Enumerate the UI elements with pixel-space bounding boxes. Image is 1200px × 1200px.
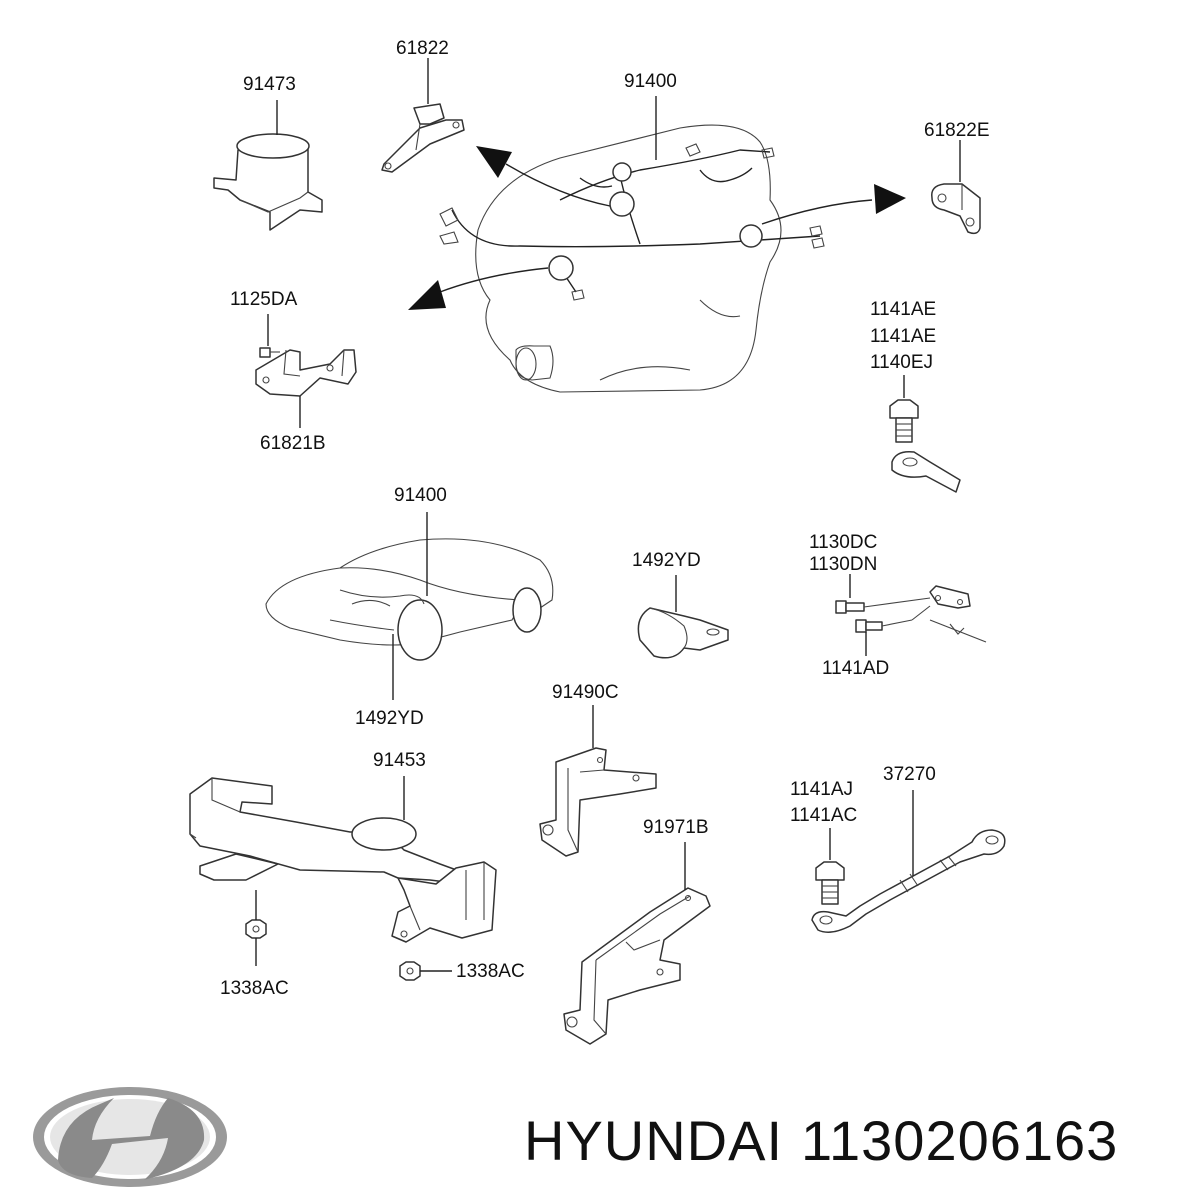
arrow-to-61822 [476, 146, 611, 207]
label-37270: 37270 [883, 764, 936, 785]
label-91400-car: 91400 [394, 485, 447, 506]
label-1338AC-b: 1338AC [456, 961, 525, 982]
label-91473: 91473 [243, 74, 296, 95]
nut-1338AC-a [245, 919, 267, 939]
label-1338AC-a: 1338AC [220, 978, 289, 999]
label-91400-top: 91400 [624, 71, 677, 92]
bracket-1130 [911, 585, 987, 643]
bolt-1130DC [835, 597, 931, 614]
label-1141AD: 1141AD [822, 658, 889, 679]
label-1141AC: 1141AC [790, 805, 857, 826]
part-1492YD [637, 607, 729, 659]
nut-1338AC-b [399, 961, 421, 981]
part-61822 [381, 103, 465, 173]
bolt-1141AD [855, 619, 913, 633]
label-61822E: 61822E [924, 120, 990, 141]
label-61822: 61822 [396, 38, 449, 59]
label-1130DC: 1130DC [809, 532, 877, 553]
part-91971B [563, 887, 711, 1045]
hyundai-logo [33, 1087, 227, 1187]
part-91490C [539, 747, 657, 857]
part-number: 1130206163 [801, 1109, 1119, 1172]
label-1125DA: 1125DA [230, 289, 298, 310]
part-91473 [213, 133, 323, 231]
arrow-to-61822E [761, 184, 906, 225]
bolt-1141AJ [815, 861, 845, 905]
brand-caption: HYUNDAI 1130206163 [524, 1108, 1136, 1173]
label-1130DN: 1130DN [809, 554, 877, 575]
label-1141AJ: 1141AJ [790, 779, 853, 800]
label-91971B: 91971B [643, 817, 709, 838]
label-91453: 91453 [373, 750, 426, 771]
label-61821B: 61821B [260, 433, 326, 454]
arrow-to-61821B [408, 267, 549, 310]
label-1141AE-a: 1141AE [870, 299, 936, 320]
part-61821B [255, 349, 357, 397]
bolt-1141AE [889, 399, 919, 443]
label-1492YD-clip: 1492YD [632, 550, 701, 571]
terminal-cable [891, 450, 961, 493]
brand-name: HYUNDAI [524, 1109, 784, 1172]
part-37270 [811, 829, 1006, 933]
part-91453 [189, 777, 497, 943]
part-61822E [931, 183, 981, 235]
label-1492YD-car: 1492YD [355, 708, 424, 729]
bolt-1125DA [259, 347, 280, 358]
label-91490C: 91490C [552, 682, 619, 703]
car-silhouette [265, 538, 554, 661]
engine-assembly [439, 124, 825, 393]
label-1140EJ: 1140EJ [870, 352, 933, 373]
label-1141AE-b: 1141AE [870, 326, 936, 347]
